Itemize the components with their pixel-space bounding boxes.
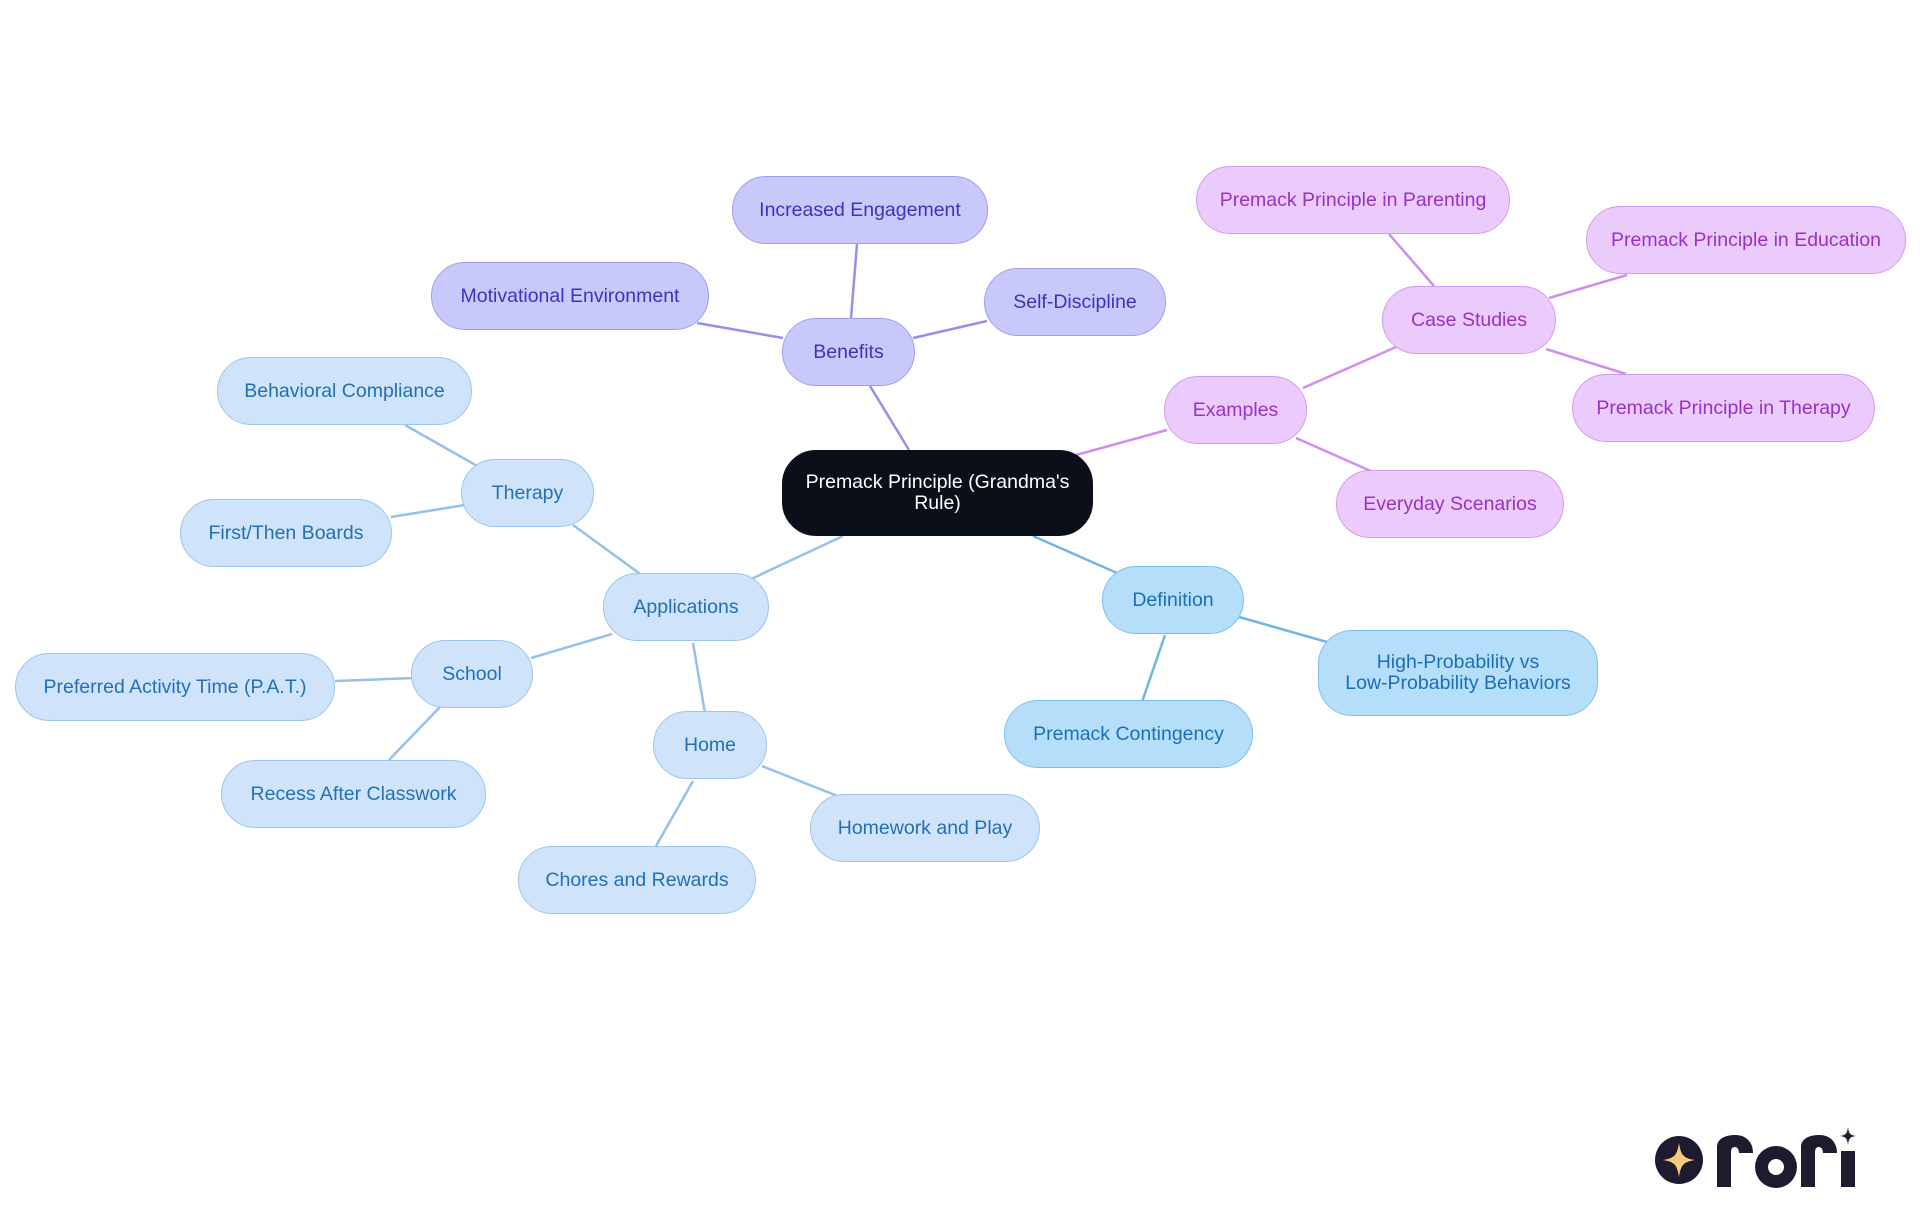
edge-school-pat bbox=[334, 676, 415, 683]
edge-casestudies-education bbox=[1548, 273, 1628, 300]
node-parenting[interactable]: Premack Principle in Parenting bbox=[1196, 166, 1510, 234]
edge-applications-therapy bbox=[572, 523, 644, 578]
node-benefits[interactable]: Benefits bbox=[782, 318, 915, 386]
node-everyday-scenarios[interactable]: Everyday Scenarios bbox=[1336, 470, 1564, 538]
node-motivational-environment[interactable]: Motivational Environment bbox=[431, 262, 709, 330]
edge-applications-home bbox=[691, 642, 707, 714]
node-therapy-case[interactable]: Premack Principle in Therapy bbox=[1572, 374, 1875, 442]
node-preferred-activity-time[interactable]: Preferred Activity Time (P.A.T.) bbox=[15, 653, 335, 721]
node-case-studies[interactable]: Case Studies bbox=[1382, 286, 1556, 354]
node-education[interactable]: Premack Principle in Education bbox=[1586, 206, 1906, 274]
node-recess-after-classwork[interactable]: Recess After Classwork bbox=[221, 760, 486, 828]
node-examples[interactable]: Examples bbox=[1164, 376, 1307, 444]
node-definition[interactable]: Definition bbox=[1102, 566, 1244, 634]
edge-examples-everyday bbox=[1295, 436, 1374, 474]
node-therapy[interactable]: Therapy bbox=[461, 459, 594, 527]
edge-applications-school bbox=[530, 632, 613, 660]
edge-home-chores bbox=[654, 780, 695, 847]
edge-casestudies-therapy bbox=[1545, 347, 1627, 376]
node-first-then-boards[interactable]: First/Then Boards bbox=[180, 499, 392, 567]
node-high-low-probability[interactable]: High-Probability vs Low-Probability Beha… bbox=[1318, 630, 1598, 716]
edge-benefits-selfdiscipline bbox=[912, 319, 988, 340]
edge-root-applications bbox=[748, 534, 844, 582]
node-behavioral-compliance[interactable]: Behavioral Compliance bbox=[217, 357, 472, 425]
node-school[interactable]: School bbox=[411, 640, 533, 708]
node-premack-contingency[interactable]: Premack Contingency bbox=[1004, 700, 1253, 768]
node-chores-and-rewards[interactable]: Chores and Rewards bbox=[518, 846, 756, 914]
edge-examples-casestudies bbox=[1302, 345, 1397, 390]
edge-benefits-engagement bbox=[849, 243, 859, 319]
node-homework-and-play[interactable]: Homework and Play bbox=[810, 794, 1040, 862]
node-increased-engagement[interactable]: Increased Engagement bbox=[732, 176, 988, 244]
edge-definition-hplp bbox=[1238, 615, 1335, 646]
edge-root-examples bbox=[1075, 428, 1168, 457]
root-node[interactable]: Premack Principle (Grandma's Rule) bbox=[782, 450, 1093, 536]
edge-therapy-behavioral bbox=[404, 423, 480, 469]
edge-casestudies-parenting bbox=[1388, 233, 1435, 287]
edge-therapy-firstthen bbox=[390, 503, 466, 519]
node-self-discipline[interactable]: Self-Discipline bbox=[984, 268, 1166, 336]
rori-logo bbox=[1655, 1127, 1856, 1188]
edge-benefits-motivational bbox=[696, 321, 784, 340]
node-home[interactable]: Home bbox=[653, 711, 767, 779]
logo-wordmark bbox=[1717, 1127, 1856, 1188]
edge-school-recess bbox=[388, 706, 441, 761]
sparkle-icon bbox=[1655, 1136, 1703, 1184]
node-applications[interactable]: Applications bbox=[603, 573, 769, 641]
edge-home-homework bbox=[761, 764, 841, 799]
edge-root-benefits bbox=[868, 385, 911, 451]
edge-definition-contingency bbox=[1140, 634, 1167, 703]
